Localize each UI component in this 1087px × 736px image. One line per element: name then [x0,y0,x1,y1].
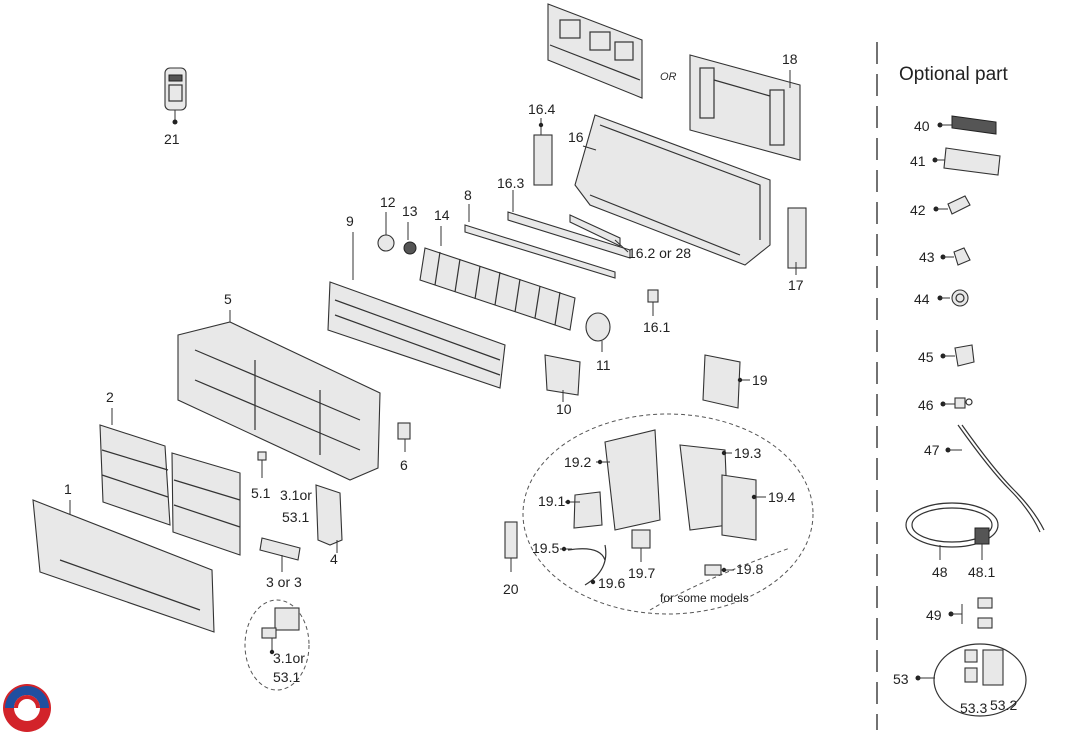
label-9: 9 [346,213,354,229]
part-16-2: 16.2 or 28 [569,214,691,261]
label-53-3: 53.3 [960,700,987,716]
fan-part-14: 14 [419,207,576,331]
label-53-1-detail: 53.1 [273,669,300,685]
label-17: 17 [788,277,804,293]
label-5: 5 [224,291,232,307]
label-19-3: 19.3 [734,445,761,461]
label-53-1: 53.1 [282,509,309,525]
label-44: 44 [914,291,930,307]
part-4: 4 [315,484,343,567]
label-53-2: 53.2 [990,697,1017,713]
label-3-1or: 3.1or [280,487,312,503]
or-text: OR [660,71,677,83]
label-3-1or-detail: 3.1or [273,650,305,666]
label-6: 6 [400,457,408,473]
label-16-4: 16.4 [528,101,555,117]
part-6: 6 [397,422,411,473]
label-49: 49 [926,607,942,623]
label-14: 14 [434,207,450,223]
optional-42: 42 [910,195,971,218]
label-8: 8 [464,187,472,203]
label-18: 18 [782,51,798,67]
part-12: 12 [377,194,396,252]
optional-44: 44 [914,289,969,307]
label-53: 53 [893,671,909,687]
label-21: 21 [164,131,180,147]
label-47: 47 [924,442,940,458]
label-19-5: 19.5 [532,540,559,556]
front-frame-part-5: 5 [177,291,381,481]
mounting-plate-a [547,3,643,99]
part-19: 19 [702,354,768,409]
optional-49: 49 [926,597,993,629]
brand-logo [3,684,51,732]
optional-part-heading: Optional part [899,64,1009,85]
part-11: 11 [585,312,611,373]
label-13: 13 [402,203,418,219]
part-3-1: 3.1or 53.1 [280,487,312,525]
part-10: 10 [544,354,581,417]
label-4: 4 [330,551,338,567]
part-20: 20 [503,521,519,597]
label-16-3: 16.3 [497,175,524,191]
optional-48: 48 48.1 [905,502,999,580]
label-19-6: 19.6 [598,575,625,591]
part-3: 3 or 3 [259,537,302,590]
label-11: 11 [596,357,611,373]
optional-47: 47 [924,424,1045,533]
label-16: 16 [568,129,584,145]
label-19-2: 19.2 [564,454,591,470]
label-48-1: 48.1 [968,564,995,580]
mounting-plate-b: 18 [689,51,801,161]
some-models-text: for some models [660,591,749,605]
label-41: 41 [910,153,926,169]
label-46: 46 [918,397,934,413]
control-box-detail: 19.2 19.3 19.4 19.1 19.5 19.6 19.7 19.8 [522,413,814,615]
remote-control-part: 21 [164,67,187,147]
label-12: 12 [380,194,396,210]
part-16-4: 16.4 [528,101,555,186]
part-13: 13 [402,203,418,255]
label-3-or-3: 3 or 3 [266,574,302,590]
filter-part-2: 2 [99,389,241,556]
label-19: 19 [752,372,768,388]
label-40: 40 [914,118,930,134]
optional-43: 43 [919,247,971,266]
label-19-4: 19.4 [768,489,795,505]
front-panel-part-1: 1 [32,481,215,633]
label-5-1: 5.1 [251,485,271,501]
detail-circle-3: 3.1or 53.1 [244,599,310,691]
part-8: 8 [464,187,616,279]
evaporator-part-9: 9 [327,213,506,389]
part-5-1: 5.1 [251,451,271,501]
label-48: 48 [932,564,948,580]
label-16-2-or-28: 16.2 or 28 [628,245,691,261]
label-10: 10 [556,401,572,417]
label-45: 45 [918,349,934,365]
label-42: 42 [910,202,926,218]
label-16-1: 16.1 [643,319,670,335]
label-19-1: 19.1 [538,493,565,509]
optional-46: 46 [918,397,973,413]
optional-40: 40 [914,115,997,135]
part-16-1: 16.1 [643,289,670,335]
chassis-part: 16 [568,114,771,266]
label-43: 43 [919,249,935,265]
part-16-3: 16.3 [497,175,631,259]
label-1: 1 [64,481,72,497]
label-20: 20 [503,581,519,597]
label-19-8: 19.8 [736,561,763,577]
label-2: 2 [106,389,114,405]
optional-41: 41 [910,147,1001,176]
label-19-7: 19.7 [628,565,655,581]
optional-53: 53 53.3 53.2 [893,643,1027,717]
part-17: 17 [787,207,807,293]
optional-45: 45 [918,344,975,367]
